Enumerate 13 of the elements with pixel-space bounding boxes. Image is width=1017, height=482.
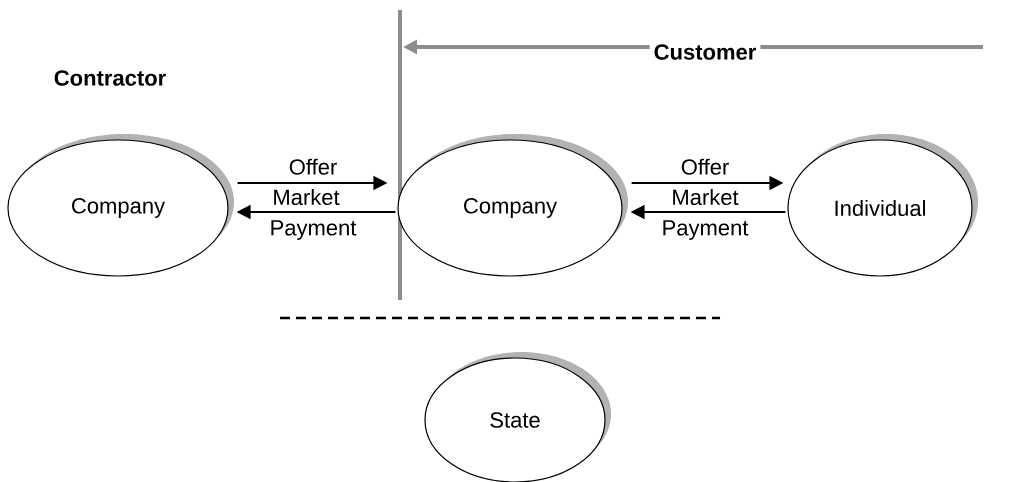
edge-label: Offer [289, 158, 337, 175]
ellipse-node: Individual [787, 134, 978, 277]
edge-label: Payment [663, 220, 749, 240]
region-label: Market [673, 188, 739, 206]
heading: Contractor [49, 66, 171, 90]
edge-label: Offer [681, 158, 729, 175]
edge-label: Payment [271, 220, 357, 240]
region-label: Market [274, 188, 340, 206]
ellipse-node: Company [7, 134, 234, 277]
heading: Customer [649, 40, 761, 64]
ellipse-node: State [424, 352, 611, 482]
node-label: State [490, 412, 540, 428]
ellipse-node: Company [397, 134, 628, 277]
